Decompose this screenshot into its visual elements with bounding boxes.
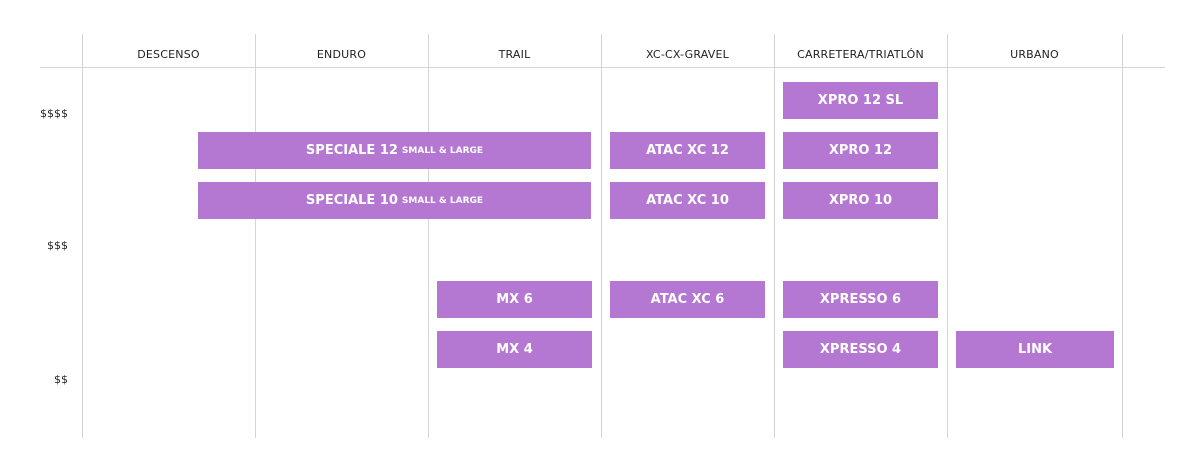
price-level-label: $$ bbox=[54, 373, 68, 386]
product-atac-xc-6: ATAC XC 6 bbox=[610, 281, 765, 318]
product-name: ATAC XC 10 bbox=[646, 193, 729, 208]
product-xpro-10: XPRO 10 bbox=[783, 182, 938, 219]
product-name: XPRESSO 4 bbox=[819, 342, 902, 357]
column-header-carretera-triatl-n: CARRETERA/TRIATLÓN bbox=[797, 48, 924, 61]
column-divider bbox=[82, 34, 83, 438]
product-name: SPECIALE 12 bbox=[305, 143, 398, 158]
column-divider bbox=[601, 34, 602, 438]
product-xpresso-6: XPRESSO 6 bbox=[783, 281, 938, 318]
product-xpresso-4: XPRESSO 4 bbox=[783, 331, 938, 368]
product-name: SPECIALE 10 bbox=[305, 193, 398, 208]
column-header-urbano: URBANO bbox=[1010, 48, 1059, 61]
product-name: XPRO 12 SL bbox=[817, 93, 904, 108]
column-divider bbox=[774, 34, 775, 438]
product-mx-6: MX 6 bbox=[437, 281, 592, 318]
product-link: LINK bbox=[956, 331, 1114, 368]
product-name: ATAC XC 12 bbox=[646, 143, 729, 158]
product-name: ATAC XC 6 bbox=[650, 292, 725, 307]
product-mx-4: MX 4 bbox=[437, 331, 592, 368]
column-divider bbox=[428, 34, 429, 438]
column-header-xc-cx-gravel: XC-CX-GRAVEL bbox=[646, 48, 729, 61]
column-header-enduro: ENDURO bbox=[316, 48, 367, 61]
product-atac-xc-10: ATAC XC 10 bbox=[610, 182, 765, 219]
product-name: XPRO 10 bbox=[828, 193, 893, 208]
product-xpro-12-sl: XPRO 12 SL bbox=[783, 82, 938, 119]
column-divider bbox=[255, 34, 256, 438]
column-divider bbox=[1122, 34, 1123, 438]
price-level-label: $$$ bbox=[47, 239, 68, 252]
price-level-label: $$$$ bbox=[40, 107, 68, 120]
column-divider bbox=[947, 34, 948, 438]
product-atac-xc-12: ATAC XC 12 bbox=[610, 132, 765, 169]
product-name: LINK bbox=[1017, 342, 1053, 357]
product-name: MX 4 bbox=[496, 342, 533, 357]
header-divider bbox=[40, 67, 1165, 68]
product-name: XPRESSO 6 bbox=[819, 292, 902, 307]
product-size-note: SMALL & LARGE bbox=[401, 145, 484, 156]
column-header-trail: TRAIL bbox=[498, 48, 531, 61]
product-size-note: SMALL & LARGE bbox=[401, 195, 484, 206]
product-name: MX 6 bbox=[496, 292, 533, 307]
product-name: XPRO 12 bbox=[828, 143, 893, 158]
product-xpro-12: XPRO 12 bbox=[783, 132, 938, 169]
column-header-descenso: DESCENSO bbox=[137, 48, 200, 61]
